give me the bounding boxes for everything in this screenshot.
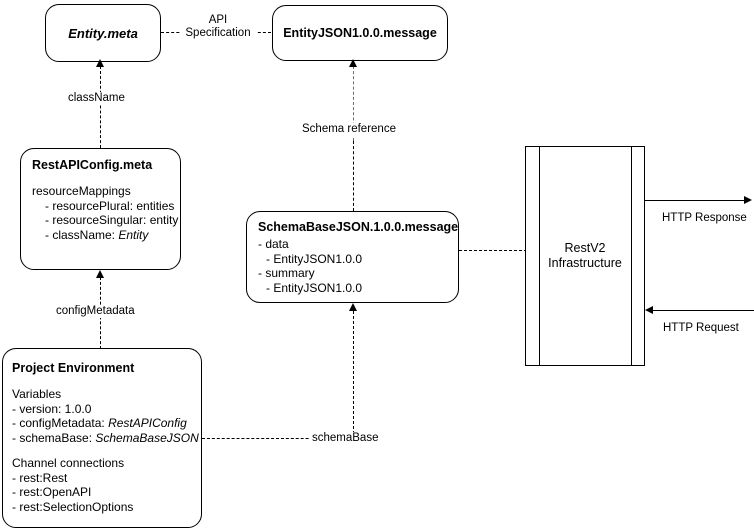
node-rest-api-config[interactable]: RestAPIConfig.meta resourceMappings - re… xyxy=(20,148,181,270)
node-rest-api-config-item-2-value: Entity xyxy=(118,227,149,242)
node-rest-api-config-title: RestAPIConfig.meta xyxy=(32,158,153,172)
node-project-environment-channels: Channel connections - rest:Rest - rest:O… xyxy=(12,456,190,514)
node-entity-json-message[interactable]: EntityJSON1.0.0.message xyxy=(272,5,448,61)
node-project-environment-channels-heading: Channel connections xyxy=(12,456,125,470)
edge-label-http-request: HTTP Request xyxy=(661,322,741,335)
node-project-environment-title: Project Environment xyxy=(12,361,135,375)
node-project-environment-channel-0: - rest:Rest xyxy=(12,470,68,485)
node-schema-base-line-1: - EntityJSON1.0.0 xyxy=(266,251,363,266)
node-schema-base-content: - data - EntityJSON1.0.0 - summary - Ent… xyxy=(258,237,447,295)
node-rest-v2-infrastructure-line2: Infrastructure xyxy=(548,256,622,270)
edge-schema-reference-arrowhead xyxy=(348,59,357,67)
spacer xyxy=(12,376,190,387)
node-project-environment-variables: Variables - version: 1.0.0 - configMetad… xyxy=(12,387,199,445)
edge-http-response-line xyxy=(645,200,745,201)
node-project-environment-channel-2: - rest:SelectionOptions xyxy=(12,499,134,514)
node-project-environment-variable-1: - configMetadata: RestAPIConfig xyxy=(12,416,187,430)
process-right-bar xyxy=(631,147,632,365)
spacer xyxy=(32,173,169,184)
edge-http-request-arrowhead xyxy=(645,305,653,314)
edge-label-http-response: HTTP Response xyxy=(660,212,749,225)
node-rest-api-config-item-0: - resourcePlural: entities xyxy=(45,198,175,213)
node-schema-base-line-2: - summary xyxy=(258,266,315,280)
edge-label-api-specification: API Specification xyxy=(180,14,256,40)
edge-class-name-line xyxy=(100,66,101,148)
edge-label-api-specification-line2: Specification xyxy=(185,27,251,39)
node-rest-api-config-section: resourceMappings xyxy=(32,184,131,198)
edge-schema-reference-line-lower xyxy=(353,141,354,211)
node-rest-api-config-item-2: - className: Entity xyxy=(45,227,149,242)
node-schema-base-title: SchemaBaseJSON.1.0.0.message xyxy=(258,220,459,234)
node-project-environment-variable-2: - schemaBase: SchemaBaseJSON xyxy=(12,430,199,445)
node-rest-v2-infrastructure-label: RestV2 Infrastructure xyxy=(526,241,644,271)
edge-schema-base-arrowhead xyxy=(348,303,357,311)
node-schema-base-line-3: - EntityJSON1.0.0 xyxy=(266,280,363,295)
edge-schema-base-horizontal xyxy=(202,438,353,439)
process-left-bar xyxy=(539,147,540,365)
edge-schema-base-vertical xyxy=(353,311,354,439)
node-project-environment-channel-1: - rest:OpenAPI xyxy=(12,485,92,499)
node-schema-base-line-0: - data xyxy=(258,237,289,251)
edge-label-api-specification-line1: API xyxy=(208,14,228,26)
spacer xyxy=(12,445,190,456)
edge-http-response-arrowhead xyxy=(744,195,752,204)
node-entity-json-message-title: EntityJSON1.0.0.message xyxy=(283,25,437,40)
node-schema-base[interactable]: SchemaBaseJSON.1.0.0.message - data - En… xyxy=(246,211,459,303)
edge-class-name-arrowhead xyxy=(95,59,104,67)
edge-label-config-metadata: configMetadata xyxy=(54,305,137,318)
node-rest-api-config-content: resourceMappings - resourcePlural: entit… xyxy=(32,184,179,242)
node-entity-meta-title: Entity.meta xyxy=(68,25,138,41)
node-rest-v2-infrastructure[interactable]: RestV2 Infrastructure xyxy=(525,146,645,366)
edge-config-metadata-arrowhead xyxy=(95,270,104,278)
edge-label-schema-base: schemaBase xyxy=(310,432,381,445)
edge-schema-to-infrastructure xyxy=(459,250,527,251)
node-project-environment[interactable]: Project Environment Variables - version:… xyxy=(2,348,202,528)
node-entity-meta[interactable]: Entity.meta xyxy=(45,4,161,62)
edge-label-class-name: className xyxy=(66,92,127,105)
edge-label-schema-reference: Schema reference xyxy=(300,123,398,136)
edge-schema-reference-line-upper xyxy=(353,66,354,141)
node-project-environment-variable-0: - version: 1.0.0 xyxy=(12,401,92,416)
node-project-environment-variables-heading: Variables xyxy=(12,387,62,401)
node-rest-v2-infrastructure-line1: RestV2 xyxy=(564,241,606,255)
node-rest-api-config-item-1: - resourceSingular: entity xyxy=(45,213,179,227)
edge-http-request-line xyxy=(648,310,754,311)
